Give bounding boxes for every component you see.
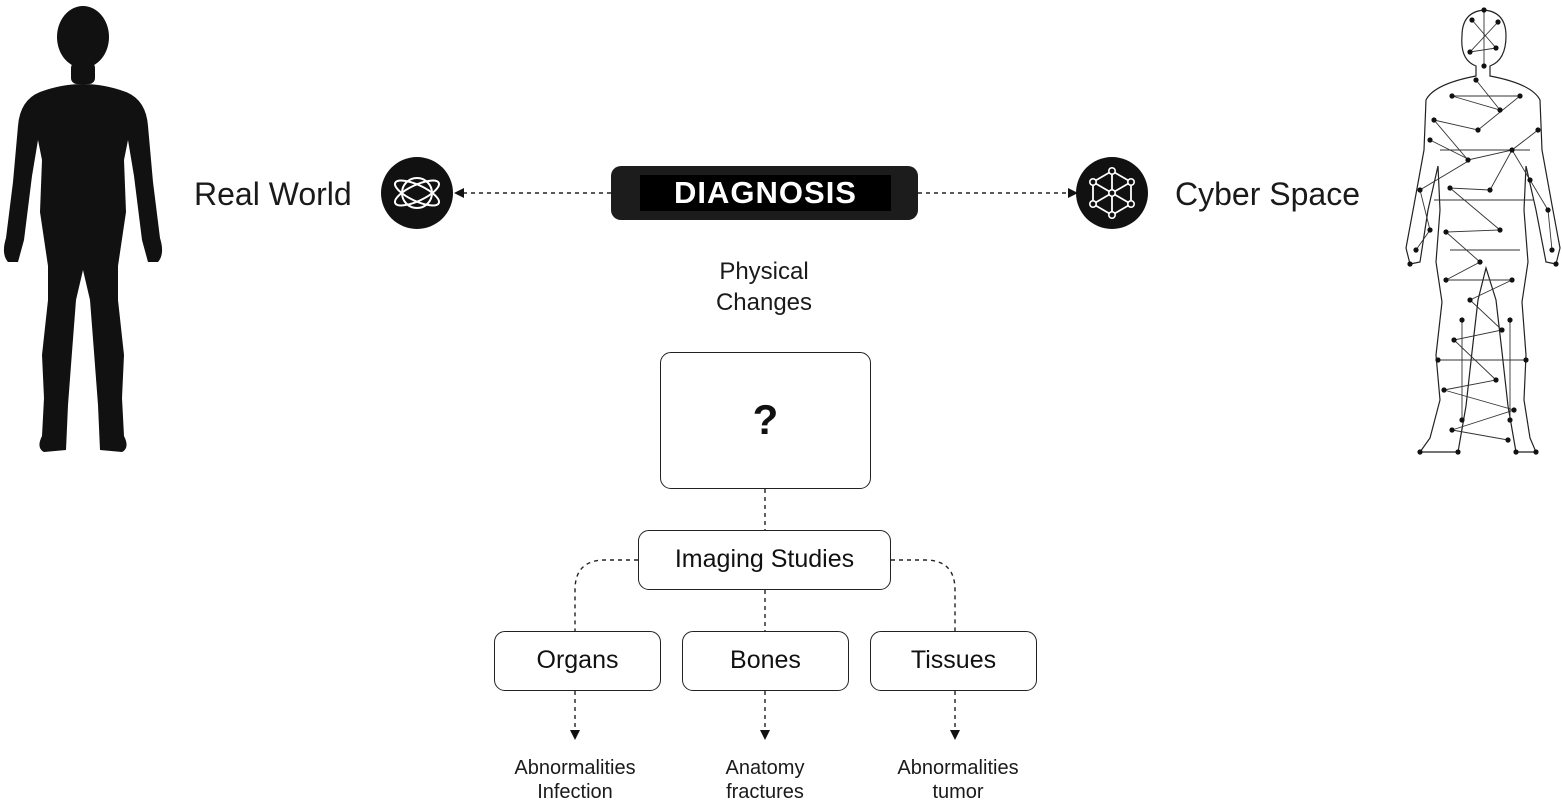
bones-note: Anatomy fractures [675, 756, 855, 804]
organs-box: Organs [494, 631, 661, 691]
diagnosis-box: DIAGNOSIS [611, 166, 918, 220]
tissues-box: Tissues [870, 631, 1037, 691]
organs-note: Abnormalities Infection [485, 756, 665, 804]
tissues-note-line1: Abnormalities [897, 757, 1019, 779]
human-silhouette [3, 6, 163, 452]
organs-note-line2: Infection [537, 781, 613, 803]
unknown-box: ? [660, 352, 871, 489]
cyber-space-label: Cyber Space [1175, 176, 1360, 212]
imaging-studies-box: Imaging Studies [638, 530, 891, 590]
bones-box: Bones [682, 631, 849, 691]
link-imaging-organs [574, 559, 638, 631]
network-cube-icon [1076, 157, 1148, 229]
real-world-label: Real World [194, 176, 352, 212]
bones-note-line1: Anatomy [725, 757, 805, 779]
tissues-note-line2: tumor [932, 781, 984, 803]
organs-note-line1: Abnormalities [514, 757, 636, 779]
wireframe-human [1405, 7, 1561, 455]
physical-changes-label: Physical Changes [664, 256, 864, 318]
diagnosis-label: DIAGNOSIS [640, 175, 891, 211]
bones-note-line2: fractures [726, 781, 804, 803]
orbit-globe-icon [381, 157, 453, 229]
physical-changes-line2: Changes [715, 289, 813, 316]
tissues-note: Abnormalities tumor [868, 756, 1048, 804]
connectors [454, 188, 1078, 740]
physical-changes-line1: Physical [719, 258, 809, 285]
link-imaging-tissues [891, 559, 956, 631]
